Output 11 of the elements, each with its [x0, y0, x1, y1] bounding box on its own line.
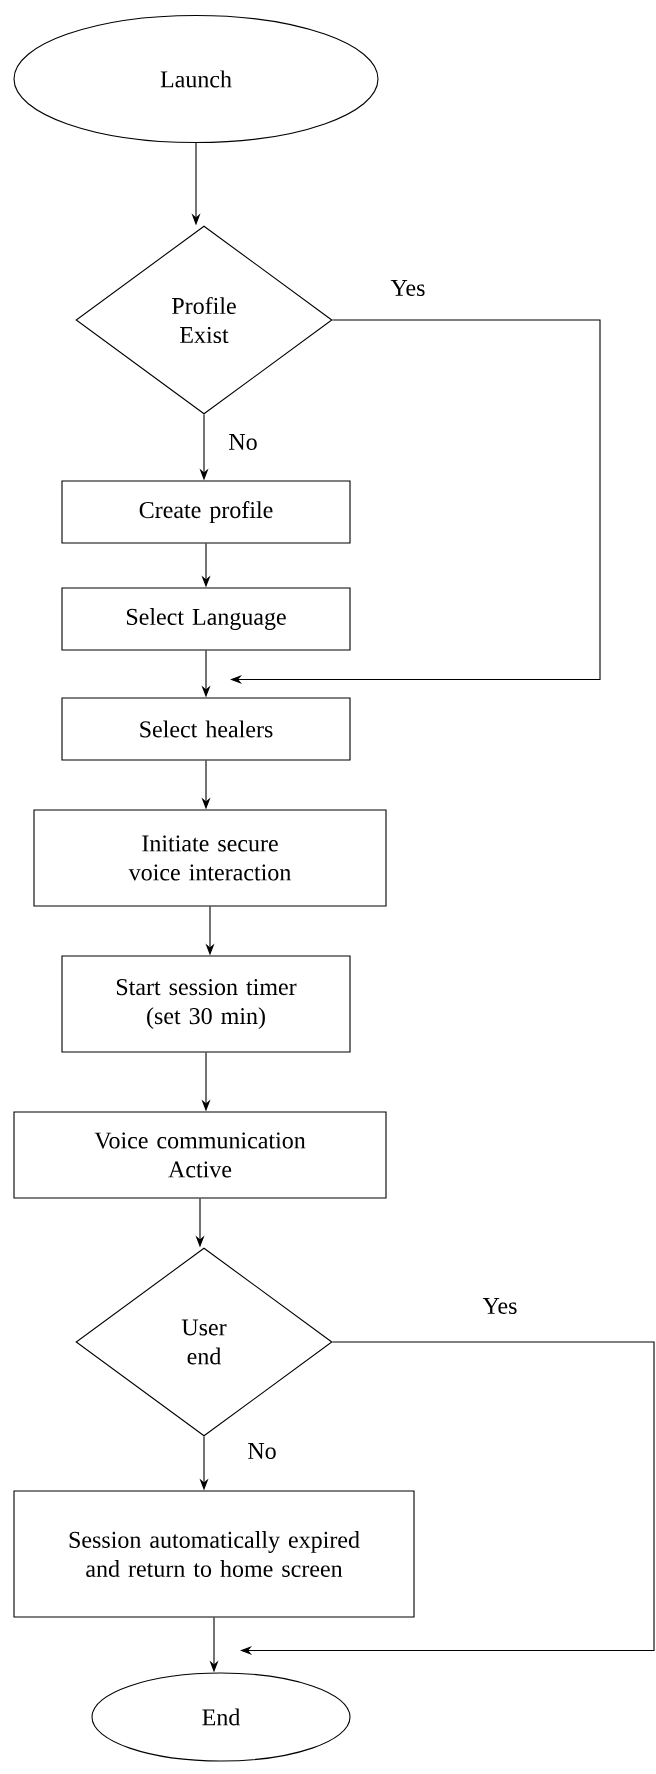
edge-label: No — [248, 1443, 276, 1459]
process-box: Voice communication Active — [13, 1111, 387, 1199]
process-box: Session automatically expired and return to home screen — [13, 1490, 415, 1618]
process-box: Create profile — [61, 480, 351, 544]
edge-label: No — [229, 434, 257, 450]
process-box: Select healers — [61, 697, 351, 761]
process-box: Start session timer (set 30 min) — [61, 955, 351, 1053]
edge-label: Yes — [482, 1298, 517, 1314]
process-box: Initiate secure voice interaction — [33, 809, 387, 907]
edge-label: Yes — [390, 280, 425, 296]
process-box: Select Language — [61, 587, 351, 651]
